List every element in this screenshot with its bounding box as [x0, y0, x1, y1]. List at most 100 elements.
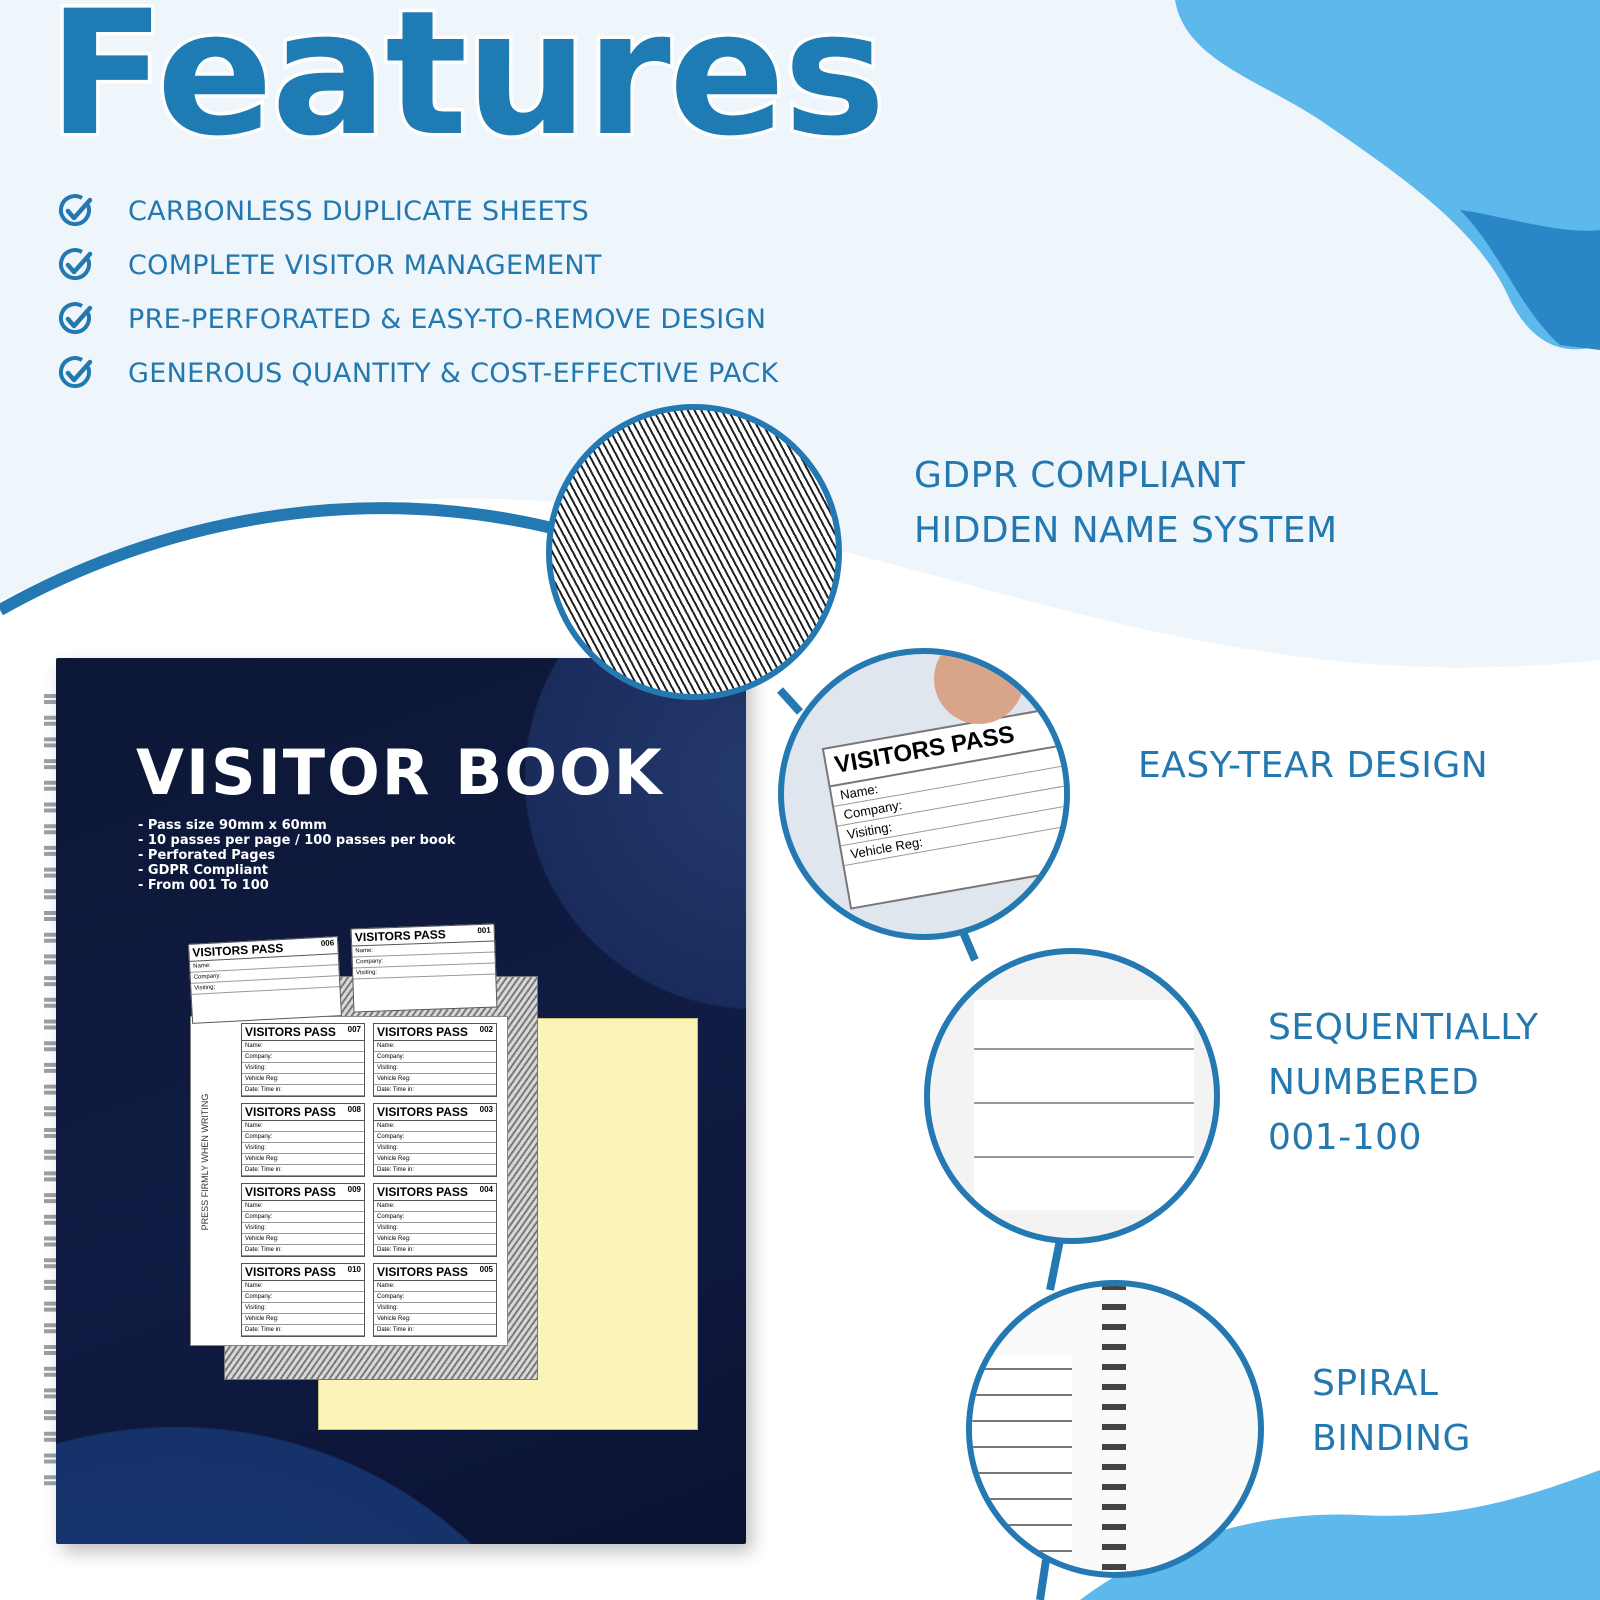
- pass-field: Vehicle Reg:: [242, 1234, 364, 1245]
- spiral-binding-zoom: [966, 1280, 1264, 1578]
- pass-field: Vehicle Reg:: [242, 1154, 364, 1165]
- pass-title: VISITORS PASS: [377, 1025, 468, 1039]
- pass-field: Visiting:: [242, 1143, 364, 1154]
- press-firmly-text: PRESS FIRMLY WHEN WRITING: [200, 1093, 210, 1231]
- pass-field: Company:: [374, 1132, 496, 1143]
- pass-number: 003: [479, 1105, 493, 1114]
- pass-header: VISITORS PASS 004: [374, 1184, 496, 1201]
- pass-title: VISITORS PASS: [245, 1185, 336, 1199]
- callout-sequential: SEQUENTIALLY NUMBERED 001-100: [1268, 1000, 1539, 1165]
- pass-field: Vehicle Reg:: [242, 1314, 364, 1325]
- top-right-wave-dark: [1460, 210, 1600, 350]
- callout-easy-tear: EASY-TEAR DESIGN: [1138, 738, 1488, 793]
- pass-field: Vehicle Reg:: [242, 1074, 364, 1085]
- check-circle-icon: [58, 301, 94, 337]
- pass-header: VISITORS PASS 003: [374, 1104, 496, 1121]
- pass-field: Company:: [242, 1292, 364, 1303]
- pass-field: Visiting:: [374, 1303, 496, 1314]
- pass-number: 005: [479, 1265, 493, 1274]
- blue-arc-line: [0, 502, 562, 616]
- bottom-right-wave: [1080, 1470, 1600, 1600]
- pass-field: Date: Time in:: [374, 1325, 496, 1336]
- security-pattern-zoom: [546, 404, 842, 700]
- feature-item: GENEROUS QUANTITY & COST-EFFECTIVE PACK: [58, 346, 778, 400]
- pass-field: Date: Time in:: [242, 1085, 364, 1096]
- pass-field: Vehicle Reg:: [374, 1074, 496, 1085]
- pass-field: Company:: [374, 1212, 496, 1223]
- feature-list: CARBONLESS DUPLICATE SHEETS COMPLETE VIS…: [58, 184, 778, 400]
- pass-number: 002: [479, 1025, 493, 1034]
- pass-title: VISITORS PASS: [245, 1105, 336, 1119]
- pass-header: VISITORS PASS 008: [242, 1104, 364, 1121]
- callout-line: GDPR COMPLIANT: [914, 455, 1246, 496]
- pass-field: Visiting:: [242, 1223, 364, 1234]
- callout-line: HIDDEN NAME SYSTEM: [914, 510, 1338, 551]
- book-spec-list: - Pass size 90mm x 60mm - 10 passes per …: [138, 818, 455, 893]
- pass-number: 006: [320, 938, 335, 949]
- sequential-numbering-zoom: [924, 948, 1220, 1244]
- pass-field: Vehicle Reg:: [374, 1234, 496, 1245]
- pass-field: Visiting:: [242, 1063, 364, 1074]
- callout-line: BINDING: [1312, 1418, 1471, 1459]
- callout-line: 001-100: [1268, 1117, 1422, 1158]
- pass-field: Company:: [242, 1212, 364, 1223]
- pass-field: Date: Time in:: [242, 1325, 364, 1336]
- feature-item: PRE-PERFORATED & EASY-TO-REMOVE DESIGN: [58, 292, 778, 346]
- callout-line: SPIRAL: [1312, 1363, 1439, 1404]
- pass-field: Visiting:: [374, 1223, 496, 1234]
- check-circle-icon: [58, 355, 94, 391]
- top-right-wave: [1175, 0, 1600, 350]
- pass-field: Name:: [374, 1121, 496, 1132]
- book-spec-item: - GDPR Compliant: [138, 863, 268, 878]
- pass-number: 008: [347, 1105, 361, 1114]
- callout-spiral: SPIRAL BINDING: [1312, 1356, 1471, 1466]
- pass-field: Date: Time in:: [242, 1165, 364, 1176]
- zoom-spiral-coil: [1102, 1286, 1126, 1572]
- pass-field: Company:: [242, 1052, 364, 1063]
- pass-number: 007: [347, 1025, 361, 1034]
- pass-number: 009: [347, 1185, 361, 1194]
- feature-text: CARBONLESS DUPLICATE SHEETS: [128, 195, 590, 227]
- callout-line: SEQUENTIALLY: [1268, 1007, 1539, 1048]
- feature-item: COMPLETE VISITOR MANAGEMENT: [58, 238, 778, 292]
- zoom-pass-card: VISITORS PASS Name: Company: Visiting: V…: [821, 702, 1064, 910]
- pass-field: Name:: [242, 1201, 364, 1212]
- pass-field: Vehicle Reg:: [374, 1154, 496, 1165]
- book-spec-item: - 10 passes per page / 100 passes per bo…: [138, 833, 456, 848]
- pass-title: VISITORS PASS: [377, 1105, 468, 1119]
- pass-number: 001: [477, 925, 491, 936]
- pass-number: 004: [479, 1185, 493, 1194]
- callout-line: NUMBERED: [1268, 1062, 1480, 1103]
- pass-field: Name:: [242, 1281, 364, 1292]
- zoom-pass-grid: [974, 1000, 1194, 1210]
- callout-gdpr: GDPR COMPLIANT HIDDEN NAME SYSTEM: [914, 448, 1338, 558]
- pass-title: VISITORS PASS: [377, 1185, 468, 1199]
- circle-connector: [777, 687, 1069, 1600]
- page-title: Features: [45, 0, 890, 174]
- book-spec-item: - Pass size 90mm x 60mm: [138, 818, 327, 833]
- book-spec-item: - Perforated Pages: [138, 848, 276, 863]
- pass-header: VISITORS PASS 007: [242, 1024, 364, 1041]
- pass-title: VISITORS PASS: [245, 1025, 336, 1039]
- pass-field: Name:: [374, 1041, 496, 1052]
- check-circle-icon: [58, 193, 94, 229]
- pass-header: VISITORS PASS 002: [374, 1024, 496, 1041]
- check-circle-icon: [58, 247, 94, 283]
- pass-field: Date: Time in:: [374, 1165, 496, 1176]
- pass-field: Visiting:: [374, 1143, 496, 1154]
- pass-field: Name:: [374, 1201, 496, 1212]
- thumb-illustration: [934, 654, 1024, 724]
- book-spec-item: - From 001 To 100: [138, 878, 269, 893]
- feature-text: COMPLETE VISITOR MANAGEMENT: [128, 249, 602, 281]
